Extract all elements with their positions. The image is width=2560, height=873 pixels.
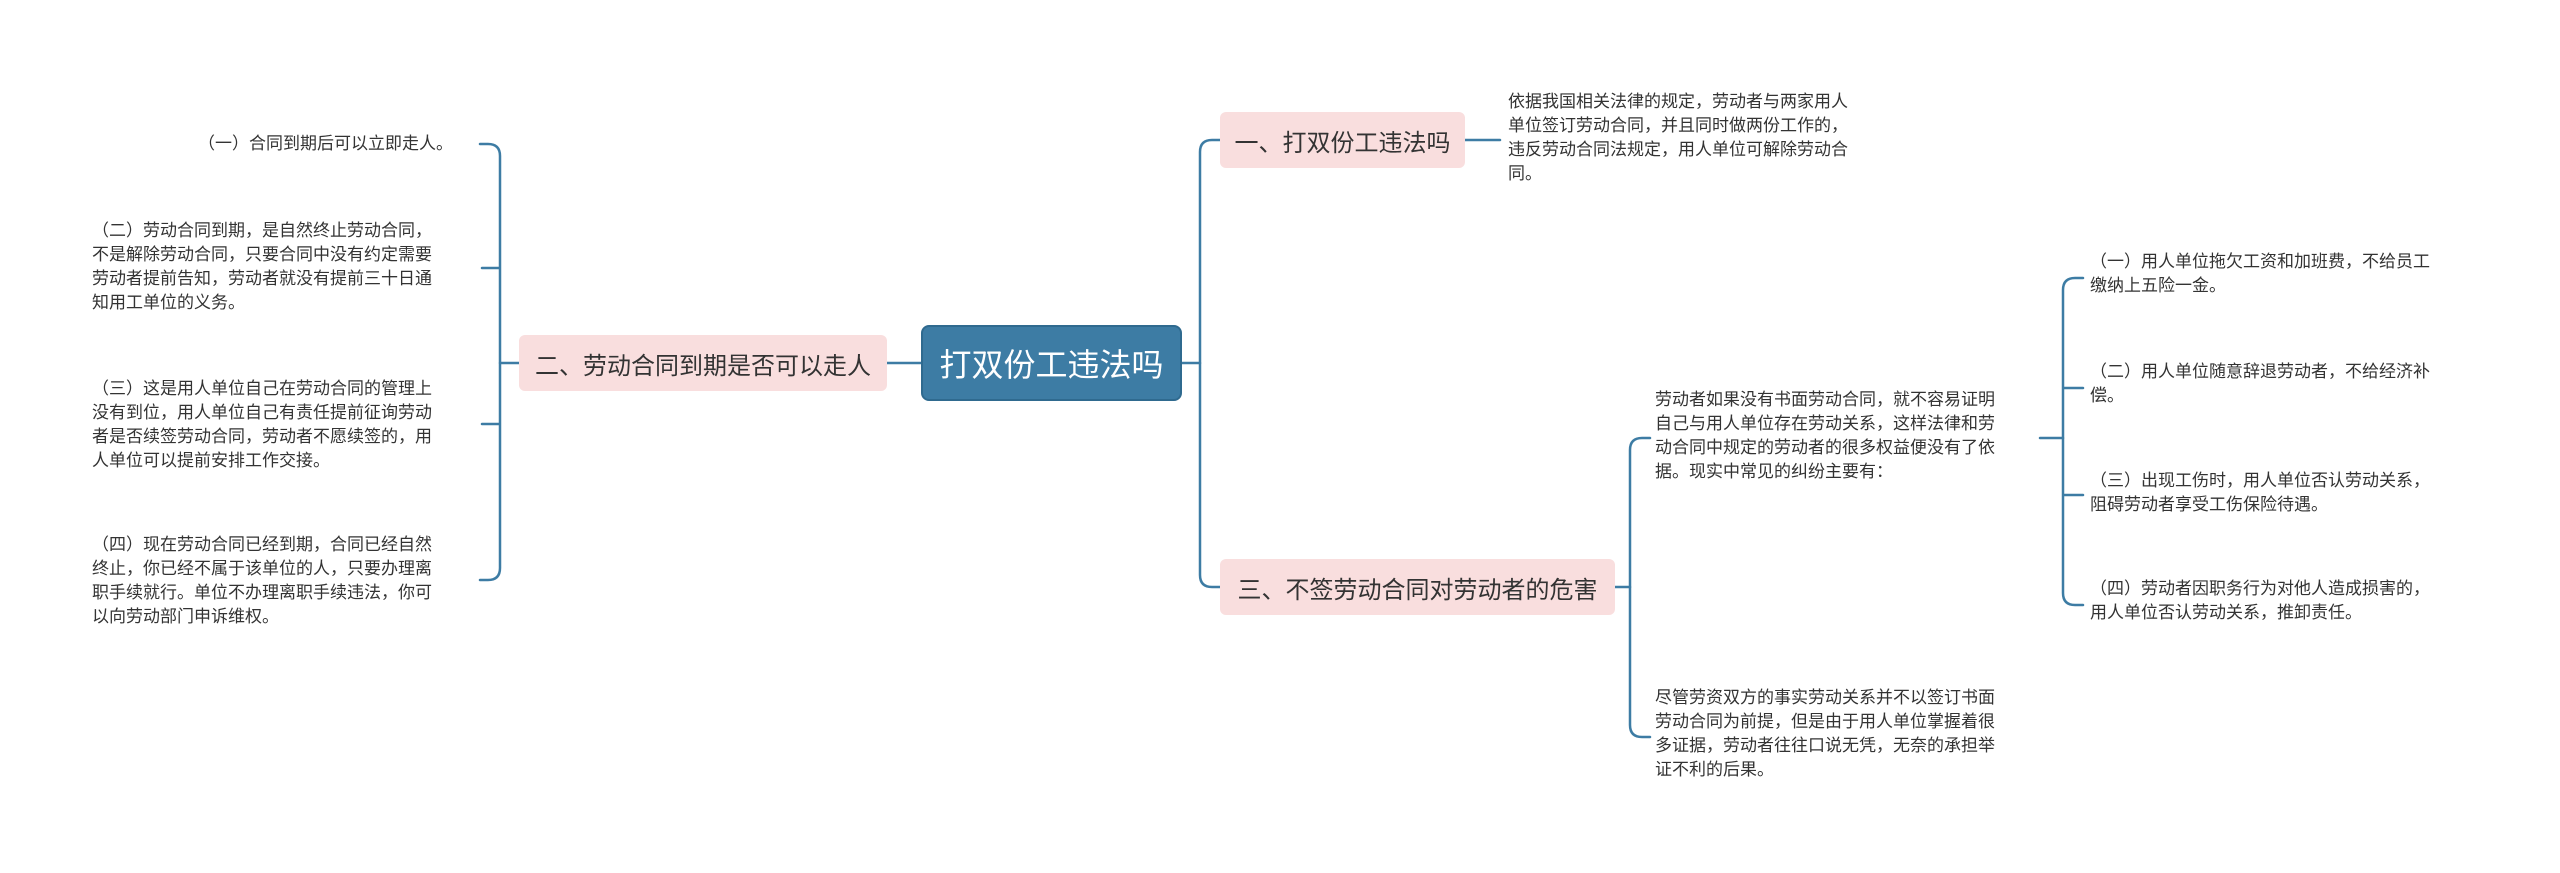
branch-3-sub-1-item-1: （一）用人单位拖欠工资和加班费，不给员工 缴纳上五险一金。 bbox=[2090, 252, 2430, 296]
branch-3-sub-1-item-4: （四）劳动者因职务行为对他人造成损害的， 用人单位否认劳动关系，推卸责任。 bbox=[2090, 579, 2430, 623]
connector-sub1-items bbox=[2061, 276, 2085, 607]
branch-2-item-1: （一）合同到期后可以立即走人。 bbox=[198, 134, 453, 154]
branch-3-topic[interactable]: 三、不签劳动合同对劳动者的危害 bbox=[1220, 559, 1615, 615]
connector-b3-subtrunk bbox=[1628, 436, 1652, 739]
connector-left-trunk bbox=[478, 142, 502, 582]
branch-3-sub-2: 尽管劳资双方的事实劳动关系并不以签订书面 劳动合同为前提，但是由于用人单位掌握着… bbox=[1655, 688, 1995, 780]
branch-3-sub-1-item-3: （三）出现工伤时，用人单位否认劳动关系， 阻碍劳动者享受工伤保险待遇。 bbox=[2090, 471, 2430, 515]
branch-1-topic[interactable]: 一、打双份工违法吗 bbox=[1220, 112, 1465, 168]
branch-2-topic[interactable]: 二、劳动合同到期是否可以走人 bbox=[519, 335, 887, 391]
connector-right-trunk bbox=[1198, 138, 1222, 589]
branch-2-item-2: （二）劳动合同到期，是自然终止劳动合同， 不是解除劳动合同，只要合同中没有约定需… bbox=[92, 221, 432, 313]
branch-3-sub-1: 劳动者如果没有书面劳动合同，就不容易证明 自己与用人单位存在劳动关系，这样法律和… bbox=[1655, 390, 1995, 482]
branch-1-detail: 依据我国相关法律的规定，劳动者与两家用人 单位签订劳动合同，并且同时做两份工作的… bbox=[1508, 92, 1848, 184]
branch-2-item-4: （四）现在劳动合同已经到期，合同已经自然 终止，你已经不属于该单位的人，只要办理… bbox=[92, 535, 432, 627]
branch-3-sub-1-item-2: （二）用人单位随意辞退劳动者，不给经济补 偿。 bbox=[2090, 362, 2430, 406]
root-topic[interactable]: 打双份工违法吗 bbox=[921, 325, 1182, 401]
branch-2-item-3: （三）这是用人单位自己在劳动合同的管理上 没有到位，用人单位自己有责任提前征询劳… bbox=[92, 379, 432, 471]
